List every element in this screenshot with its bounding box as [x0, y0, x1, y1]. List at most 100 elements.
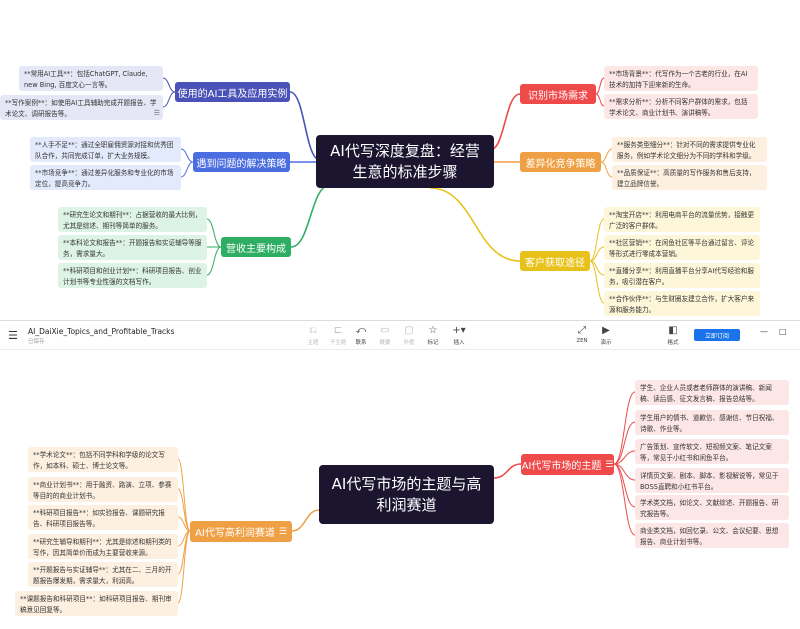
toolbar-subtopic-button[interactable]: ⊏ 子主题	[326, 325, 350, 346]
connector	[613, 391, 636, 465]
connector	[489, 93, 521, 151]
toolbar-present-button[interactable]: ▶ 演示	[594, 325, 618, 346]
branch-label: 差异化竞争策略	[525, 158, 596, 170]
branch-label: 营收主要构成	[226, 243, 286, 255]
leaf-topic-1[interactable]: 学生、企业人员或者老师群体的演讲稿、新闻稿、读后感、征文发言稿、报告总结等。	[635, 380, 789, 405]
leaf-track-4[interactable]: **研究生辅导和期刊**：尤其是综述和期刊类的写作，因其简单价而成为主要营收来源…	[28, 534, 178, 559]
branch-ai-tools[interactable]: 使用的AI工具及应用实例	[175, 82, 290, 102]
notes-icon[interactable]: ☰	[605, 459, 614, 470]
format-icon: ◧	[668, 325, 678, 336]
leaf-track-5[interactable]: **开题报告与实证辅导**：尤其在二、三月的开题报告爆发期，需求量大，利润高。	[28, 562, 178, 587]
leaf-customer-4[interactable]: **合作伙伴**：与生财圈友建立合作，扩大客户来源和服务能力。	[604, 291, 760, 316]
toolbar-summary-button[interactable]: ▭概要	[373, 325, 397, 346]
leaf-track-3[interactable]: **科研项目报告**：如实验报告、课题研究报告、科研项目报告等。	[28, 505, 178, 530]
branch-label: 识别市场需求	[528, 90, 588, 102]
connector	[595, 93, 605, 107]
leaf-revenue-2[interactable]: **本科论文和报告**：开题报告和实证辅导等服务，需求量大。	[58, 235, 207, 260]
branch-market-demand[interactable]: 识别市场需求	[520, 84, 596, 104]
connector	[613, 463, 636, 508]
zen-icon: ⤢	[578, 325, 586, 336]
leaf-text: **社区营销**：在闲鱼社区等平台通过留言、评论等形式进行零成本营销。	[609, 239, 755, 258]
connector	[206, 246, 222, 276]
connector	[177, 516, 191, 532]
leaf-customer-3[interactable]: **直播分享**：利用直播平台分享AI代写经验和服务，吸引潜在客户。	[604, 263, 760, 288]
toolbar-topic-button[interactable]: ⎌主题	[301, 325, 325, 346]
save-status: 已保存	[28, 339, 45, 345]
leaf-text: **合作伙伴**：与生财圈友建立合作，扩大客户来源和服务能力。	[609, 295, 755, 314]
notes-icon[interactable]: ☰	[153, 108, 160, 117]
leaf-text: 详情页文案、剧本、脚本、影视解说等，常见于BOSS直聘和小红书平台。	[640, 472, 779, 491]
present-icon: ▶	[602, 325, 610, 336]
leaf-track-6[interactable]: **课题报告和科研项目**：如科研项目报告、期刊审稿意见回复等。	[15, 591, 178, 616]
connector	[177, 488, 191, 532]
leaf-solutions-1[interactable]: **人手不足**：通过全职雇佣资源对接和优秀团队合作，共同完成订单，扩大业务规模…	[30, 137, 181, 162]
map1-central-topic[interactable]: AI代写深度复盘：经营生意的标准步骤	[316, 135, 494, 188]
toolbar-marker-button[interactable]: ☆ 标记	[421, 325, 445, 346]
connector	[493, 463, 522, 479]
branch-customer-acquisition[interactable]: 客户获取途径	[520, 251, 590, 271]
notes-icon[interactable]: ☰	[278, 526, 287, 537]
maximize-icon[interactable]: □	[779, 327, 787, 336]
leaf-market-demand-1[interactable]: **市场背景**：代写作为一个古老的行业，在AI技术的加持下迎来新的生命。	[604, 66, 758, 91]
toolbar-label: 子主题	[329, 340, 347, 346]
connector	[290, 184, 331, 248]
leaf-market-demand-2[interactable]: **需求分析**：分析不同客户群体的需求，包括学术论文、商业计划书、演讲稿等。	[604, 94, 758, 119]
leaf-revenue-1[interactable]: **研究生论文和期刊**：占据营收的最大比例，尤其是综述、期刊等简单的服务。	[58, 207, 207, 232]
leaf-text: 学生、企业人员或者老师群体的演讲稿、新闻稿、读后感、征文发言稿、报告总结等。	[640, 384, 772, 403]
toolbar-label: 标记	[427, 340, 439, 346]
branch-label: AI代写市场的主题	[521, 461, 602, 472]
subtopic-icon: ⊏	[333, 325, 343, 336]
leaf-text: **商业计划书**：用于融资、路演、立项、参赛等目的的商业计划书。	[33, 481, 172, 500]
toolbar-relation-button[interactable]: ⤺联系	[349, 325, 373, 346]
toolbar-label: 演示	[600, 340, 612, 346]
toolbar-label: 插入	[453, 340, 465, 346]
connector	[589, 246, 605, 262]
leaf-topic-5[interactable]: 学术类文档，如论文、文献综述、开题报告、研究报告等。	[635, 495, 789, 520]
leaf-differentiation-1[interactable]: **服务类型细分**：针对不同的需求提供专业化服务，例如学术论文细分为不同的学科…	[612, 137, 767, 162]
toolbar-insert-button[interactable]: +▾ 插入	[447, 325, 471, 346]
leaf-customer-2[interactable]: **社区营销**：在闲鱼社区等平台通过留言、评论等形式进行零成本营销。	[604, 235, 760, 260]
leaf-topic-3[interactable]: 广告策划、宣传软文、短视频文案、笔记文案等，常见于小红书和闲鱼平台。	[635, 439, 789, 464]
subscribe-button[interactable]: 立即订阅	[694, 329, 740, 341]
branch-high-profit-tracks[interactable]: AI代写高利润赛道☰	[190, 521, 292, 542]
branch-solutions[interactable]: 遇到问题的解决策略	[193, 152, 290, 172]
toolbar-zen-button[interactable]: ⤢ ZEN	[570, 325, 594, 344]
marker-icon: ☆	[428, 325, 438, 336]
connector	[595, 77, 605, 95]
toolbar-boundary-button[interactable]: ▢外框	[397, 325, 421, 346]
leaf-track-2[interactable]: **商业计划书**：用于融资、路演、立项、参赛等目的的商业计划书。	[28, 477, 178, 502]
leaf-text: **淘宝开店**：利用电商平台的流量优势，接触更广泛的客户群体。	[609, 211, 755, 230]
document-title[interactable]: AI_DaiXie_Topics_and_Profitable_Tracks	[28, 327, 175, 336]
leaf-solutions-2[interactable]: **市场竞争**：通过差异化服务和专业化的市场定位，提高竞争力。	[30, 165, 181, 190]
leaf-text: 广告策划、宣传软文、短视频文案、笔记文案等，常见于小红书和闲鱼平台。	[640, 443, 772, 462]
branch-market-topics[interactable]: AI代写市场的主题☰	[521, 454, 614, 475]
hamburger-menu-icon[interactable]: ☰	[8, 329, 18, 342]
leaf-text: **品质保证**：高质量的写作服务和售后支持，建立品牌信誉。	[617, 169, 756, 188]
toolbar-label: 概要	[379, 340, 391, 346]
leaf-text: **常用AI工具**：包括ChatGPT, Claude, new Bing, …	[24, 70, 148, 89]
leaf-text: **人手不足**：通过全职雇佣资源对接和优秀团队合作，共同完成订单，扩大业务规模…	[35, 141, 174, 160]
leaf-text: 学生用户的情书、道歉信、感谢信、节日祝福、诗歌、作业等。	[640, 414, 779, 433]
branch-revenue[interactable]: 营收主要构成	[221, 237, 291, 257]
leaf-topic-6[interactable]: 商业类文档，如回忆录、公文、会议纪要、思想报告、商业计划书等。	[635, 523, 789, 548]
connector	[589, 260, 605, 276]
leaf-customer-1[interactable]: **淘宝开店**：利用电商平台的流量优势，接触更广泛的客户群体。	[604, 207, 760, 232]
leaf-differentiation-2[interactable]: **品质保证**：高质量的写作服务和售后支持，建立品牌信誉。	[612, 165, 767, 190]
branch-label: 客户获取途径	[525, 257, 585, 269]
leaf-ai-tools-2[interactable]: **写作案例**：如使用AI工具辅助完成开题报告、学术论文、调研报告等。☰	[0, 95, 163, 120]
connector	[429, 187, 521, 262]
leaf-topic-4[interactable]: 详情页文案、剧本、脚本、影视解说等，常见于BOSS直聘和小红书平台。	[635, 468, 789, 493]
leaf-track-1[interactable]: **学术论文**：包括不同学科和学级的论文写作，如本科、硕士、博士论文等。	[28, 447, 178, 472]
toolbar-format-button[interactable]: ◧格式	[661, 325, 685, 346]
leaf-text: **市场竞争**：通过差异化服务和专业化的市场定位，提高竞争力。	[35, 169, 174, 188]
minimize-icon[interactable]: —	[760, 327, 768, 336]
toolbar-label: ZEN	[576, 338, 588, 344]
leaf-ai-tools-1[interactable]: **常用AI工具**：包括ChatGPT, Claude, new Bing, …	[19, 66, 163, 91]
leaf-text: **写作案例**：如使用AI工具辅助完成开题报告、学术论文、调研报告等。	[5, 99, 157, 118]
leaf-topic-2[interactable]: 学生用户的情书、道歉信、感谢信、节日祝福、诗歌、作业等。	[635, 410, 789, 435]
leaf-revenue-3[interactable]: **科研项目和创业计划**：科研项目报告、创业计划书等专业性强的文档写作。	[58, 263, 207, 288]
branch-differentiation[interactable]: 差异化竞争策略	[520, 152, 601, 172]
connector	[162, 77, 176, 93]
insert-icon: +▾	[452, 325, 466, 336]
map2-central-topic[interactable]: AI代写市场的主题与高利润赛道	[319, 465, 494, 524]
